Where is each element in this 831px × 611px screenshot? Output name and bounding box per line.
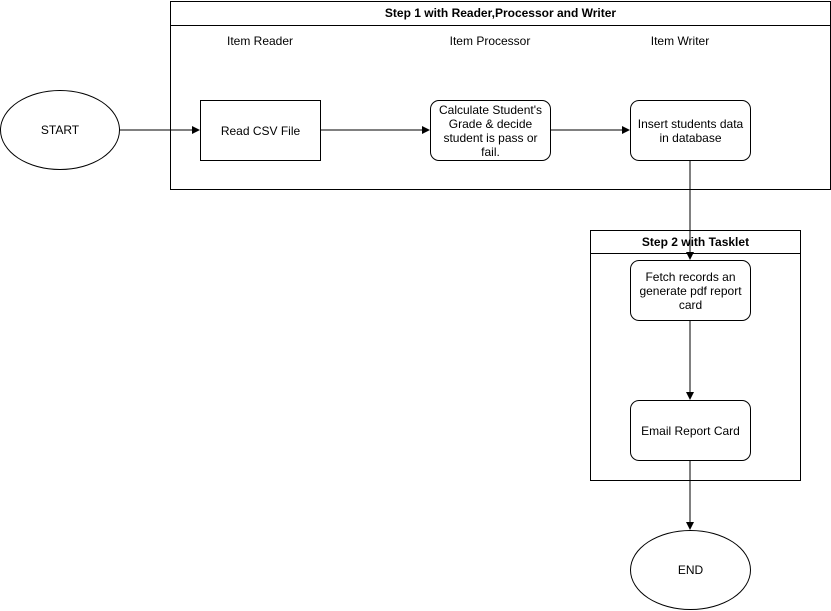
- read-csv-node[interactable]: Read CSV File: [200, 100, 321, 161]
- fetch-records-node[interactable]: Fetch records an generate pdf report car…: [630, 260, 751, 321]
- end-node[interactable]: END: [630, 530, 751, 610]
- lane-label-item-processor: Item Processor: [449, 34, 531, 48]
- calculate-grade-node[interactable]: Calculate Student's Grade & decide stude…: [430, 100, 551, 161]
- step1-title: Step 1 with Reader,Processor and Writer: [171, 2, 830, 26]
- start-node[interactable]: START: [0, 90, 120, 170]
- email-report-node[interactable]: Email Report Card: [630, 400, 751, 461]
- step1-container: Step 1 with Reader,Processor and Writer: [170, 1, 831, 190]
- insert-data-node[interactable]: Insert students data in database: [630, 100, 751, 161]
- step2-container: Step 2 with Tasklet: [590, 230, 801, 481]
- step2-title: Step 2 with Tasklet: [591, 231, 800, 254]
- lane-label-item-reader: Item Reader: [226, 34, 294, 48]
- lane-label-item-writer: Item Writer: [650, 34, 710, 48]
